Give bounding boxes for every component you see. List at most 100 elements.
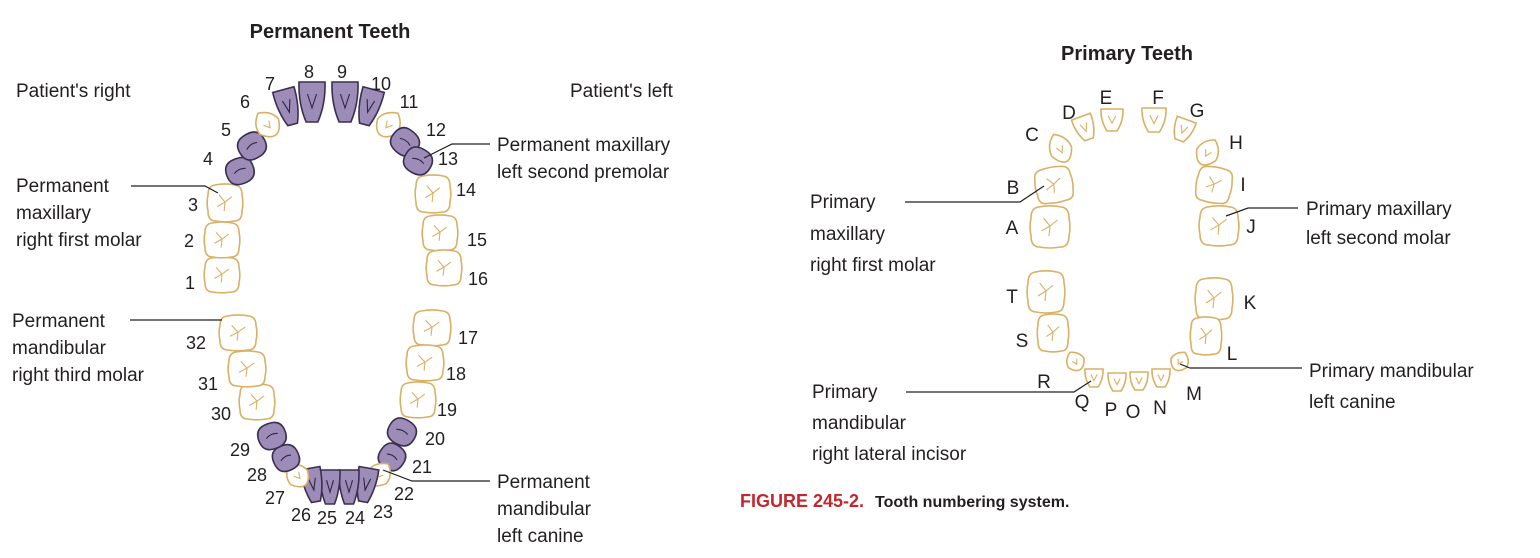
tooth-detail	[363, 477, 372, 492]
tooth-detail	[1205, 289, 1222, 309]
permanent-tooth-16	[425, 249, 463, 287]
tooth-detail	[1037, 282, 1054, 302]
callout-prim-mand-right-lateral-incisor: Primary mandibular right lateral incisor	[812, 380, 1092, 465]
permanent-tooth-number: 18	[446, 364, 466, 384]
permanent-tooth-32	[218, 314, 258, 352]
permanent-tooth-3	[206, 183, 244, 223]
callout-line: left canine	[1309, 392, 1396, 413]
permanent-tooth-19	[399, 381, 437, 419]
tooth-detail	[307, 477, 316, 492]
figure-caption: FIGURE 245-2. Tooth numbering system.	[740, 491, 1069, 511]
tooth-detail	[1180, 124, 1189, 135]
permanent-tooth-number: 20	[425, 429, 445, 449]
permanent-tooth-number: 28	[247, 465, 267, 485]
tooth-detail	[425, 185, 441, 203]
permanent-tooth-number: 23	[373, 502, 393, 522]
primary-tooth-letter: A	[1006, 218, 1019, 239]
permanent-tooth-28	[271, 443, 301, 473]
primary-tooth-letter: S	[1016, 331, 1029, 352]
tooth-detail	[399, 137, 411, 146]
tooth-detail	[1198, 327, 1213, 345]
tooth-detail	[233, 167, 246, 175]
primary-tooth-K	[1194, 277, 1234, 321]
callout-line: right third molar	[12, 365, 145, 386]
leader-line	[905, 185, 1045, 203]
tooth-detail	[366, 99, 376, 115]
permanent-tooth-24	[338, 469, 360, 505]
tooth-shape	[338, 469, 360, 505]
permanent-tooth-number: 15	[467, 230, 487, 250]
patient-left-label: Patient's left	[570, 81, 674, 102]
tooth-detail	[1157, 374, 1165, 382]
callout-line: left second premolar	[497, 162, 670, 183]
tooth-detail	[263, 120, 271, 129]
primary-tooth-letter: C	[1025, 125, 1039, 146]
permanent-tooth-number: 17	[458, 328, 478, 348]
primary-tooth-M	[1170, 351, 1190, 372]
tooth-shape	[319, 469, 341, 505]
tooth-shape	[402, 146, 434, 176]
tooth-detail	[396, 428, 409, 436]
tooth-shape	[1129, 371, 1149, 391]
tooth-shape	[1048, 133, 1073, 164]
tooth-shape	[255, 111, 281, 138]
permanent-tooth-number: 30	[211, 404, 231, 424]
tooth-detail	[1210, 217, 1227, 235]
permanent-tooth-8	[298, 81, 326, 123]
tooth-shape	[271, 443, 301, 473]
tooth-shape	[298, 81, 326, 123]
tooth-detail	[1041, 217, 1058, 237]
primary-tooth-C	[1048, 133, 1073, 164]
permanent-tooth-number: 26	[291, 505, 311, 525]
permanent-tooth-14	[414, 174, 452, 214]
permanent-tooth-number: 19	[437, 400, 457, 420]
tooth-detail	[217, 194, 233, 212]
permanent-tooth-number: 32	[186, 333, 206, 353]
tooth-detail	[280, 454, 292, 462]
tooth-shape	[1141, 107, 1167, 133]
callout-line: mandibular	[12, 338, 107, 359]
callout-prim-max-right-first-molar: Primary maxillary right first molar	[810, 185, 1045, 276]
leader-line	[906, 380, 1092, 393]
permanent-tooth-number: 8	[304, 62, 314, 82]
callout-line: Primary	[810, 192, 876, 213]
figure-number: FIGURE 245-2.	[740, 491, 864, 511]
permanent-tooth-25	[319, 469, 341, 505]
primary-tooth-G	[1173, 115, 1198, 143]
primary-tooth-letter: N	[1153, 398, 1167, 419]
callout-prim-max-left-second-molar: Primary maxillary left second molar	[1225, 199, 1452, 249]
primary-tooth-letter: Q	[1075, 392, 1090, 413]
tooth-shape	[1100, 108, 1124, 132]
primary-tooth-letter: D	[1062, 103, 1076, 124]
permanent-tooth-number: 25	[317, 508, 337, 528]
tooth-shape	[1084, 368, 1104, 388]
callout-line: Permanent	[497, 472, 591, 493]
tooth-detail	[386, 453, 398, 461]
tooth-shape	[331, 81, 359, 123]
tooth-detail	[1149, 114, 1159, 125]
tooth-detail	[1071, 358, 1078, 365]
tooth-shape	[1107, 372, 1127, 392]
permanent-tooth-number: 29	[230, 440, 250, 460]
tooth-detail	[214, 266, 230, 283]
callout-line: Permanent	[16, 176, 110, 197]
callout-line: maxillary	[810, 224, 885, 245]
primary-tooth-letter: G	[1190, 101, 1205, 122]
permanent-tooth-1	[203, 256, 241, 294]
tooth-shape	[1065, 351, 1085, 372]
permanent-tooth-18	[405, 344, 445, 382]
permanent-tooth-17	[412, 309, 452, 347]
callout-line: right lateral incisor	[812, 444, 967, 465]
leader-line	[1179, 363, 1302, 369]
primary-tooth-letter: J	[1246, 217, 1256, 238]
primary-tooth-D	[1070, 112, 1095, 142]
permanent-tooth-2	[203, 221, 241, 259]
permanent-tooth-number: 11	[400, 92, 419, 112]
permanent-tooth-number: 1	[185, 273, 195, 293]
tooth-detail	[293, 471, 301, 480]
callout-line: mandibular	[497, 499, 592, 520]
primary-tooth-O	[1129, 371, 1149, 391]
tooth-detail	[265, 432, 278, 440]
tooth-detail	[1079, 122, 1088, 133]
